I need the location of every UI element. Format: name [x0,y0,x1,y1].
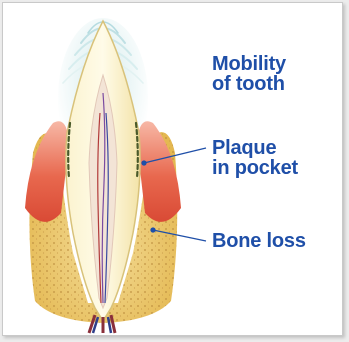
mobility-label: Mobility of tooth [212,54,286,94]
bone-loss-label-text: Bone loss [212,231,306,251]
bone-loss-label: Bone loss [212,231,306,251]
plaque-label-line-1: Plaque [212,138,298,158]
diagram-card: Mobility of tooth Plaque in pocket Bone … [2,2,343,336]
mobility-label-line-2: of tooth [212,74,286,94]
plaque-label: Plaque in pocket [212,138,298,178]
plaque-label-line-2: in pocket [212,158,298,178]
mobility-label-line-1: Mobility [212,54,286,74]
